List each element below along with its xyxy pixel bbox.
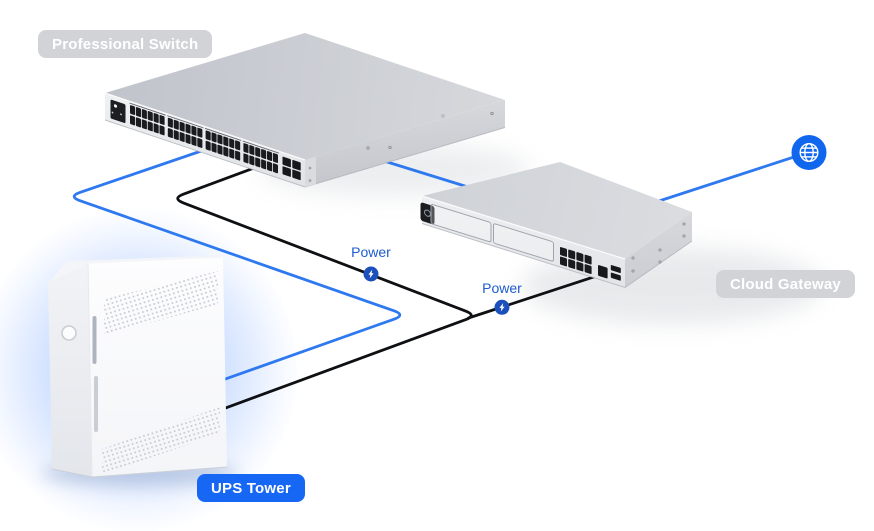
cloud-gateway-device: [420, 162, 693, 289]
ups-top-face: [48, 255, 223, 283]
connection-cables: [72, 146, 799, 411]
gateway-drive-bay-2: [493, 223, 554, 262]
ups-power-button: [61, 325, 77, 341]
label-cloud-gateway: Cloud Gateway: [716, 270, 855, 298]
globe-icon: [791, 135, 827, 170]
ups-grille-strip-top: [92, 316, 97, 364]
power-badge-1: [363, 266, 379, 282]
lightning-bolt-icon: [499, 303, 505, 312]
gateway-screws: [631, 222, 686, 273]
ups-vent-bottom: [102, 407, 220, 474]
gateway-sfp-ports: [610, 265, 621, 281]
ups-tower-device: [48, 255, 228, 478]
switch-top-face: [105, 33, 505, 160]
ups-left-face: [48, 263, 92, 477]
professional-switch-device: [104, 33, 506, 188]
switch-right-face: [305, 100, 505, 187]
power-label-1: Power: [351, 244, 391, 260]
power-badge-2: [494, 299, 510, 315]
cable-switch-to-gateway: [382, 159, 470, 189]
label-ups-tower: UPS Tower: [197, 474, 305, 502]
ups-grille-strip-bottom: [94, 376, 98, 432]
lightning-bolt-icon: [368, 269, 374, 279]
switch-end-cap: [305, 156, 316, 187]
gateway-rj45-ports: [560, 247, 592, 275]
switch-sfp-ports: [282, 156, 301, 181]
power-cable-ups-to-gateway: [467, 274, 598, 320]
switch-screws: [308, 111, 494, 182]
switch-rj45-ports: [130, 105, 278, 174]
cable-gateway-to-internet: [654, 154, 799, 204]
cable-switch-to-ups: [72, 146, 402, 382]
gateway-wan-port: [598, 265, 608, 279]
label-professional-switch: Professional Switch: [38, 30, 213, 58]
power-label-2: Power: [482, 280, 522, 296]
gateway-top-face: [422, 162, 692, 259]
gateway-right-face: [625, 212, 692, 288]
ups-vent-top: [104, 271, 218, 336]
switch-port-grooves: [129, 102, 279, 154]
gateway-drive-bay-1: [430, 203, 492, 243]
